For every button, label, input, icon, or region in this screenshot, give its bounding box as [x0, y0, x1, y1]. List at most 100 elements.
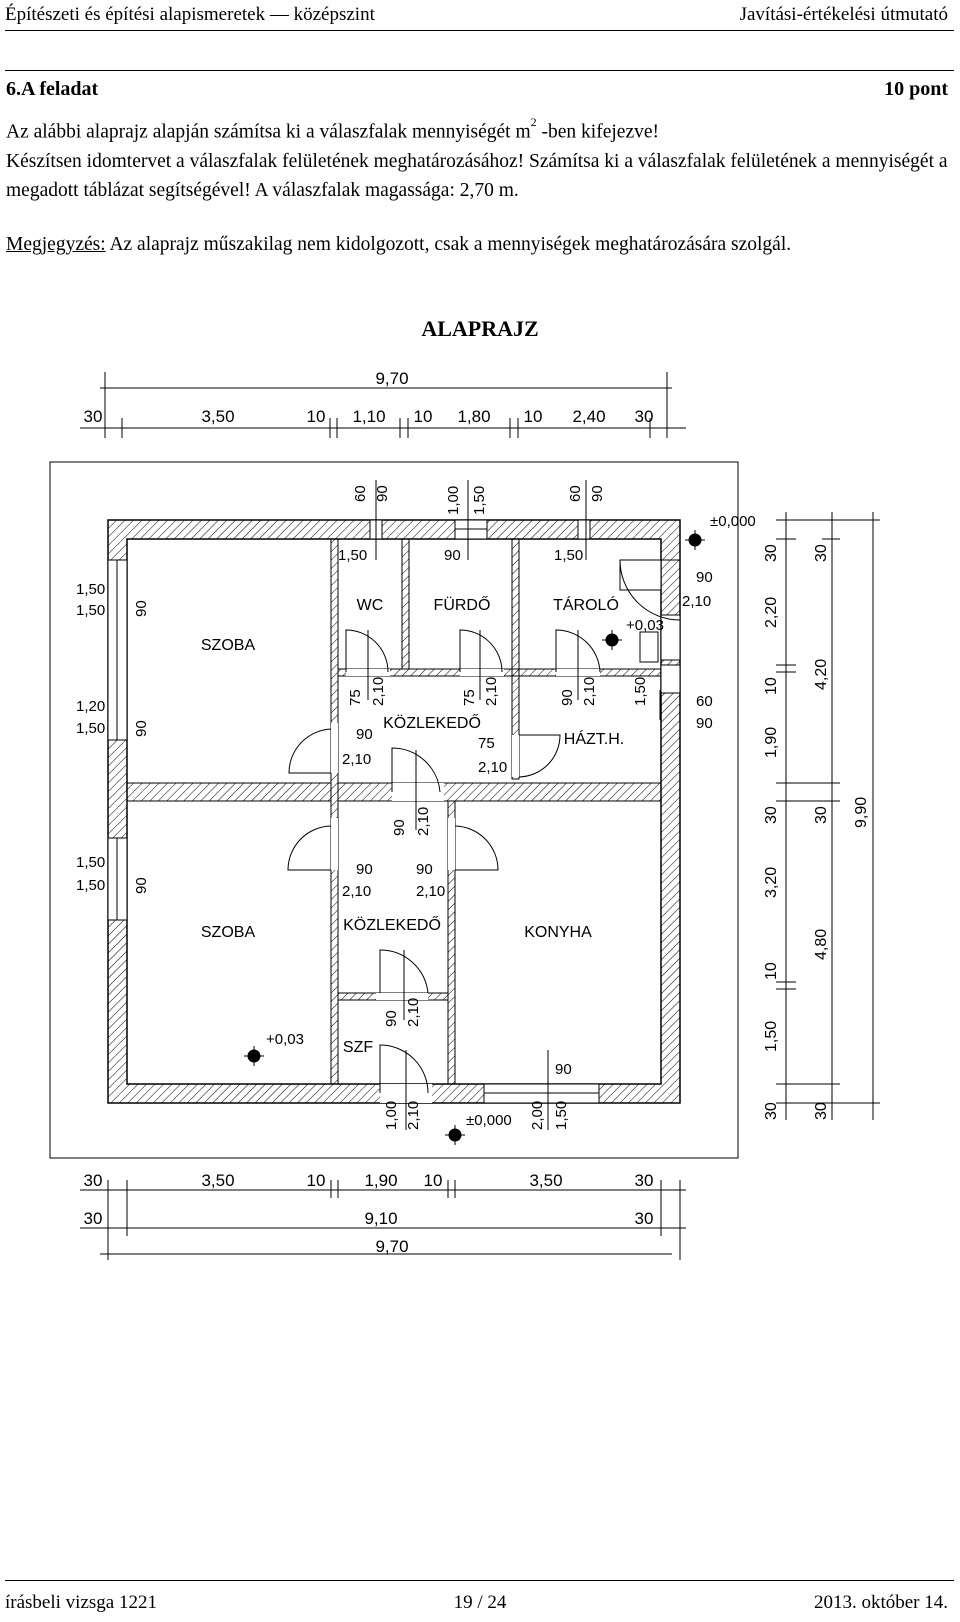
dim-right1-2: 10 — [763, 677, 780, 695]
footer-date: 2013. október 14. — [813, 1592, 948, 1613]
top-furdo-h: 1,50 — [471, 486, 488, 515]
task-line2: Készítsen idomtervet a válaszfalak felül… — [6, 150, 948, 201]
dim-right1-1: 2,20 — [763, 597, 780, 628]
dim-bottom-1: 3,50 — [201, 1171, 234, 1190]
interior-walls — [126, 538, 662, 1085]
kozl-mid-w: 90 — [391, 819, 408, 836]
kozl2-right-w: 90 — [416, 861, 433, 878]
dim-bottom-4: 10 — [424, 1171, 443, 1190]
tarolo-door-h: 2,10 — [581, 677, 598, 706]
room-kozlekedo-2: KÖZLEKEDŐ — [343, 915, 441, 934]
entry-h: 2,10 — [405, 1101, 422, 1130]
door-right-h: 2,10 — [682, 593, 711, 610]
kitchen-win-h: 1,50 — [553, 1101, 570, 1130]
top-wc-h: 90 — [374, 485, 391, 502]
level-markers — [244, 530, 705, 1145]
kozl2-left-h: 2,10 — [342, 883, 371, 900]
dim-right2-2: 30 — [813, 806, 830, 824]
dim-right2-1: 4,20 — [813, 659, 830, 690]
right-dimension-texts: 30 2,20 10 1,90 30 3,20 10 1,50 30 30 4,… — [763, 544, 870, 1120]
superscript-2: 2 — [530, 115, 537, 129]
dim-top-total: 9,70 — [375, 369, 408, 388]
dim-right1-5: 3,20 — [763, 867, 780, 898]
dim-bottom2-1: 9,10 — [364, 1209, 397, 1228]
win-right-w: 60 — [696, 693, 713, 710]
drawing-title: ALAPRAJZ — [421, 316, 539, 341]
footer-page: 19 / 24 — [453, 1592, 507, 1613]
win-left1-c: 90 — [133, 600, 150, 617]
header-rule — [5, 30, 954, 31]
dim-right2-4: 30 — [813, 1102, 830, 1120]
dim-bottom-3: 1,90 — [364, 1171, 397, 1190]
room-tarolo: TÁROLÓ — [553, 595, 619, 614]
level-tarolo: +0,03 — [626, 617, 664, 634]
kitchen-win-w: 2,00 — [529, 1101, 546, 1130]
win-left2-b: 1,50 — [76, 720, 105, 737]
dim-top-6: 10 — [524, 407, 543, 426]
furdo-sill: 90 — [444, 547, 461, 564]
kozl-door2-w: 75 — [478, 735, 495, 752]
storage-shaft — [639, 631, 659, 663]
szf-door-h: 2,10 — [405, 998, 422, 1027]
room-furdo: FÜRDŐ — [434, 595, 491, 614]
door-right-w: 90 — [696, 569, 713, 586]
win-left3-b: 1,50 — [76, 877, 105, 894]
win-left1-b: 1,50 — [76, 602, 105, 619]
dim-top-7: 2,40 — [572, 407, 605, 426]
win-left2-a: 1,20 — [76, 698, 105, 715]
tarolo-door-w: 90 — [559, 689, 576, 706]
kozl2-right-h: 2,10 — [416, 883, 445, 900]
dim-bottom-6: 30 — [635, 1171, 654, 1190]
kozl-door1-h: 2,10 — [342, 751, 371, 768]
opening-axis-lines — [367, 480, 661, 1130]
dim-top-0: 30 — [84, 407, 103, 426]
room-labels: SZOBA SZOBA WC FÜRDŐ TÁROLÓ KÖZLEKEDŐ HÁ… — [201, 595, 624, 1056]
kozl-door2-h: 2,10 — [478, 759, 507, 776]
level-top-right: ±0,000 — [710, 513, 756, 530]
entry-w: 1,00 — [383, 1101, 400, 1130]
top-furdo-w: 1,00 — [445, 486, 462, 515]
top-tarolo-h: 90 — [589, 485, 606, 502]
note-text: Az alaprajz műszakilag nem kidolgozott, … — [105, 234, 792, 255]
note-label: Megjegyzés: — [6, 234, 106, 255]
dim-bottom2-2: 30 — [635, 1209, 654, 1228]
floor-plan: 9,70 30 3,50 10 1,10 10 1,80 10 2,40 30 — [49, 369, 880, 1260]
dim-bottom2-0: 30 — [84, 1209, 103, 1228]
dim-right1-3: 1,90 — [763, 727, 780, 758]
door-swings — [287, 559, 681, 1094]
drawing-frame — [49, 461, 739, 1159]
level-szoba: +0,03 — [266, 1031, 304, 1048]
kitchen-sill: 90 — [555, 1061, 572, 1078]
dim-top-5: 1,80 — [457, 407, 490, 426]
dim-right1-4: 30 — [763, 806, 780, 824]
dim-top-1: 3,50 — [201, 407, 234, 426]
room-szf: SZF — [343, 1039, 373, 1056]
dim-top-2: 10 — [307, 407, 326, 426]
task-line1-end: -ben kifejezve! — [536, 121, 659, 143]
win-right-h: 90 — [696, 715, 713, 732]
wc-sill: 1,50 — [338, 547, 367, 564]
header-right: Javítási-értékelési útmutató — [739, 4, 948, 25]
win-left1-a: 1,50 — [76, 581, 105, 598]
task-line1: Az alábbi alaprajz alapján számítsa ki a… — [6, 121, 531, 143]
kozl-mid-h: 2,10 — [415, 807, 432, 836]
header-left: Építészeti és építési alapismeretek — kö… — [5, 4, 375, 25]
opening-texts: 1,50 90 1,50 1,50 1,50 1,20 1,50 1,50 1,… — [76, 547, 713, 1078]
task-text: Az alábbi alaprajz alapján számítsa ki a… — [6, 112, 958, 205]
wc-door-h: 2,10 — [370, 677, 387, 706]
bottom-dimension-lines — [80, 1180, 686, 1260]
dim-bottom-2: 10 — [307, 1171, 326, 1190]
task-points: 10 pont — [884, 78, 948, 100]
furdo-door-w: 75 — [461, 689, 478, 706]
room-haztartasi: HÁZT.H. — [564, 729, 624, 748]
win-left2-c: 90 — [133, 720, 150, 737]
kozl2-left-w: 90 — [356, 861, 373, 878]
dim-top-8: 30 — [635, 407, 654, 426]
top-wc-w: 60 — [352, 485, 369, 502]
right-dimension-lines — [776, 512, 880, 1120]
furdo-door-h: 2,10 — [483, 677, 500, 706]
level-texts: ±0,000 +0,03 +0,03 ±0,000 — [266, 513, 756, 1129]
tarolo-sill: 1,50 — [554, 547, 583, 564]
kozl-door1-w: 90 — [356, 726, 373, 743]
dim-right1-0: 30 — [763, 544, 780, 562]
